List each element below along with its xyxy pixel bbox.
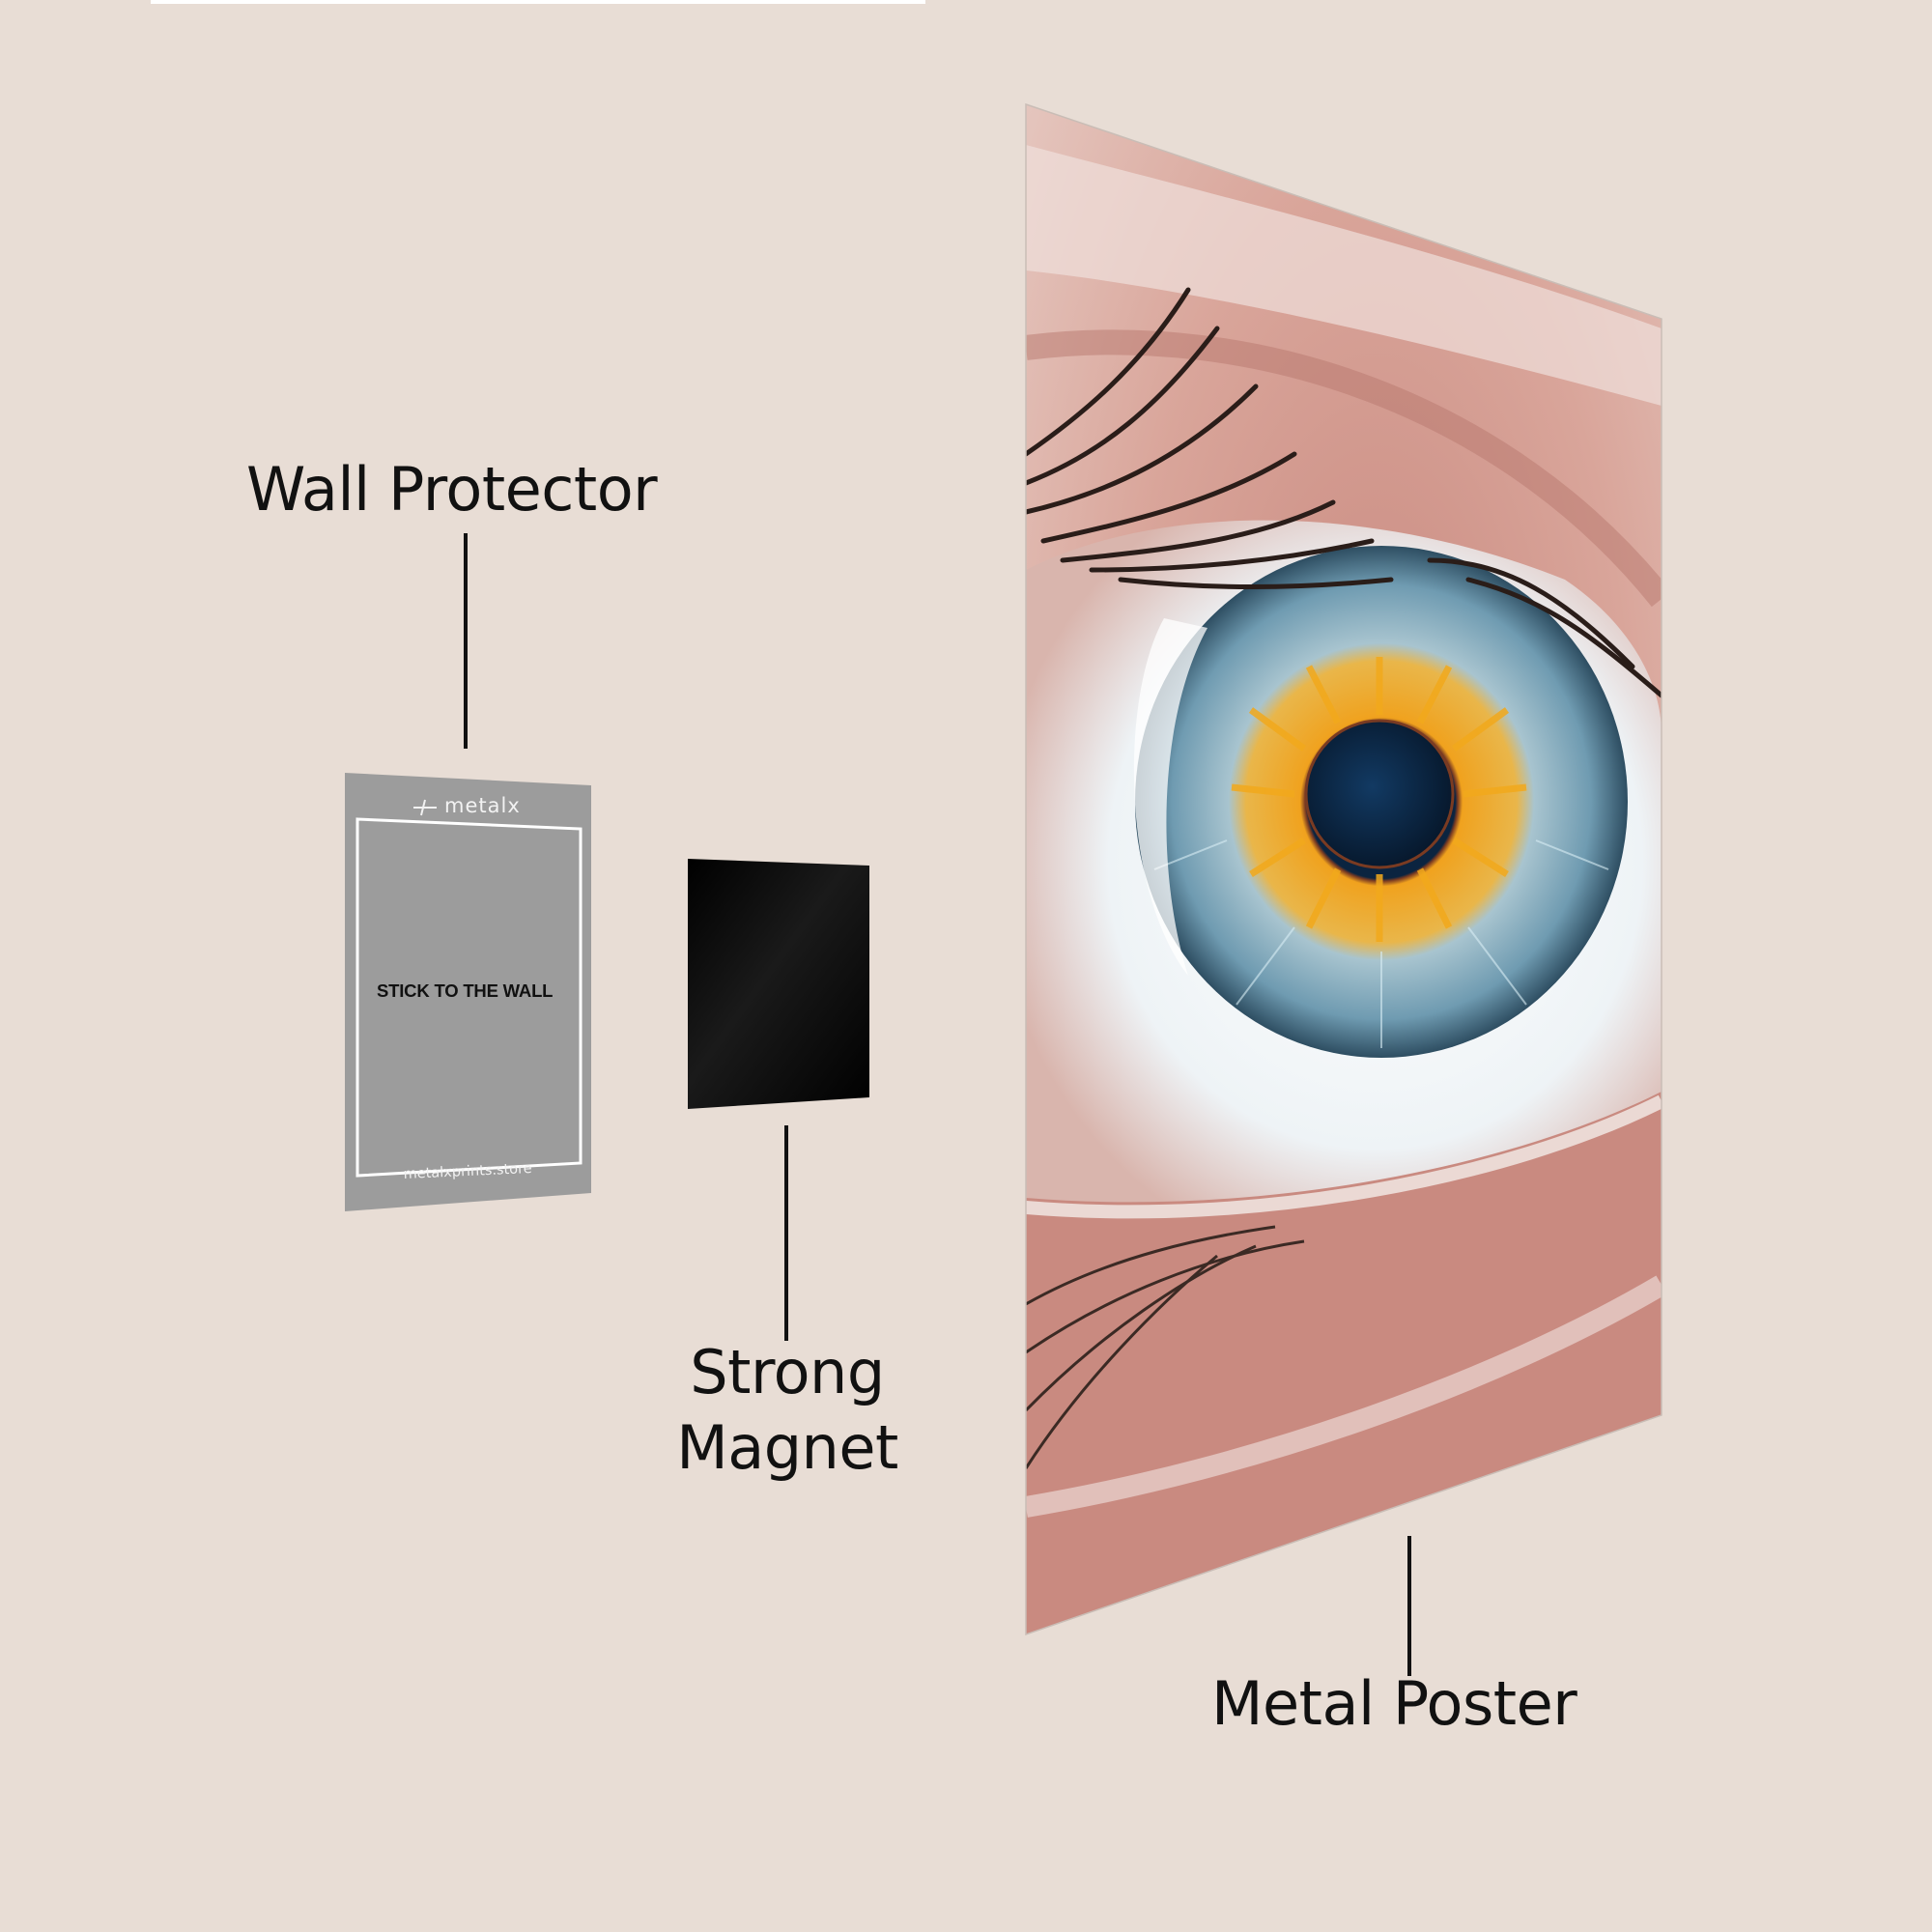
magnet-plate <box>688 859 869 1109</box>
protector-center-text: STICK TO THE WALL <box>377 980 554 1001</box>
metal-poster-label: Metal Poster <box>1211 1668 1577 1739</box>
wall-protector-leader-line <box>464 533 468 749</box>
strong-magnet-label-line2: Magnet <box>676 1412 898 1483</box>
pupil <box>1304 719 1455 869</box>
strong-magnet-leader-line <box>784 1125 788 1341</box>
strong-magnet-label: Strong Magnet <box>667 1335 908 1486</box>
metal-poster-leader-line <box>1407 1536 1411 1676</box>
wall-protector-card <box>345 773 591 1211</box>
eyelashes-lower <box>1026 1225 1305 1469</box>
eyelashes-upper <box>1026 287 1662 698</box>
top-edge-bar <box>151 0 925 4</box>
protector-brand-text: metalx <box>444 794 521 817</box>
iris-gold-fibers <box>1231 657 1527 942</box>
strong-magnet-label-line1: Strong <box>690 1337 885 1407</box>
metal-poster <box>1026 104 1662 1634</box>
wall-protector-label: Wall Protector <box>246 454 658 525</box>
metalx-logo-icon <box>413 799 437 816</box>
